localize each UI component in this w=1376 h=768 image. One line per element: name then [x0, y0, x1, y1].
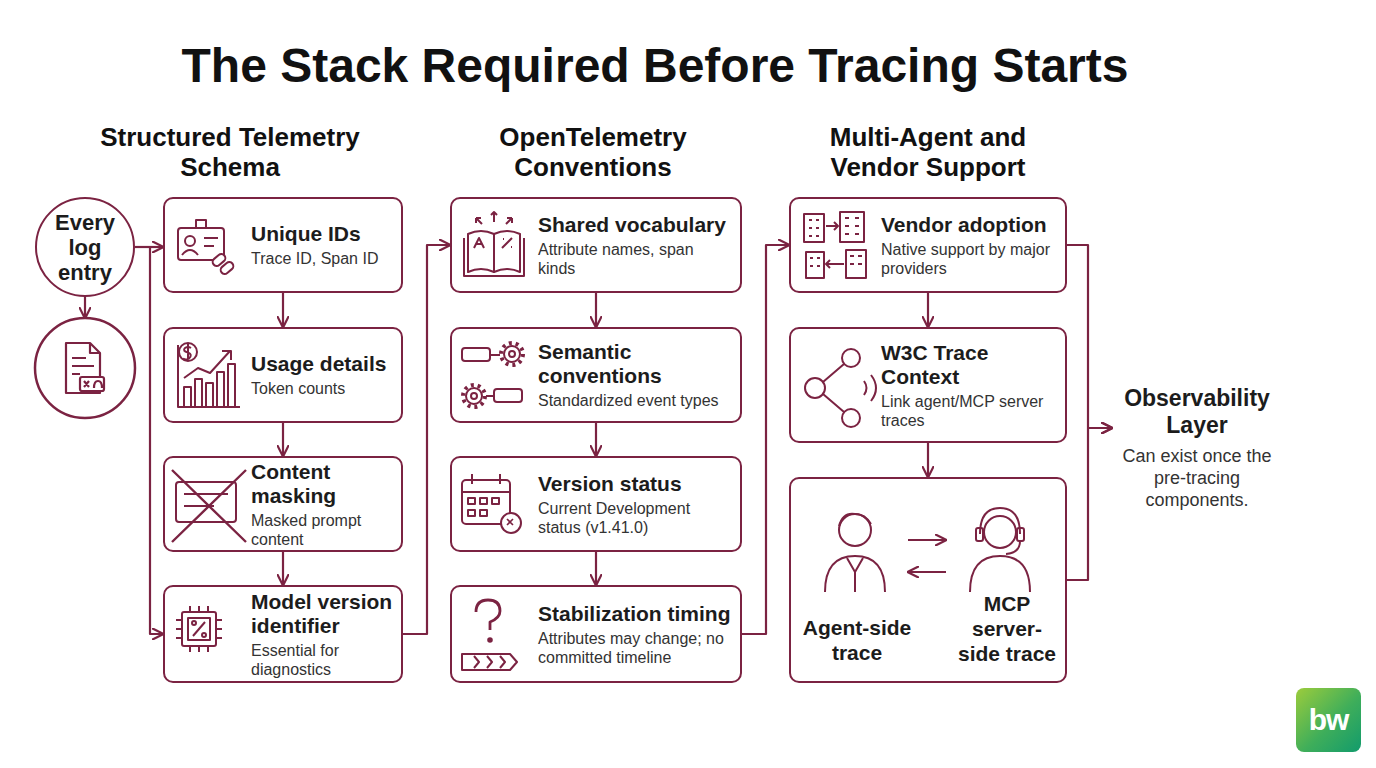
- agent-figure-part: [839, 514, 871, 526]
- mcp-server-figure-part: [1006, 541, 1020, 554]
- node-body: Essential for diagnostics: [251, 641, 395, 679]
- column-heading: OpenTelemetry Conventions: [456, 122, 730, 182]
- flow-connector: [135, 247, 163, 634]
- flow-connector: [595, 423, 597, 456]
- node-body: MCP server-side trace: [955, 591, 1059, 666]
- exchange-arrow: [908, 571, 946, 573]
- flow-connector: [135, 246, 163, 248]
- process-box: Content maskingMasked prompt content: [163, 456, 403, 552]
- agent-figure-part: [825, 556, 885, 592]
- process-box: Shared vocabularyAttribute names, span k…: [450, 197, 742, 293]
- process-box: Unique IDsTrace ID, Span ID: [163, 197, 403, 293]
- node-heading: Agent-side trace: [799, 615, 915, 665]
- diagram-title: The Stack Required Before Tracing Starts: [105, 38, 1205, 94]
- node-heading: Every log entry: [42, 210, 128, 285]
- flow-connector: [282, 552, 284, 585]
- mcp-server-figure-part: [980, 508, 1020, 534]
- flow-connector: [403, 245, 450, 634]
- node-body: Attributes may change; no committed time…: [538, 629, 734, 667]
- node-body: Attribute names, span kinds: [538, 240, 734, 278]
- process-box: Version statusCurrent Development status…: [450, 456, 742, 552]
- agent-figure-part: [839, 514, 871, 546]
- flow-connector: [1067, 428, 1112, 580]
- node-heading: Usage details: [251, 352, 395, 376]
- node-body: Trace ID, Span ID: [251, 249, 395, 268]
- document-icon-part: [80, 377, 104, 391]
- node-heading: Semantic conventions: [538, 340, 734, 388]
- flow-connector: [927, 443, 929, 477]
- mcp-server-figure-part: [984, 516, 1016, 548]
- exchange-arrow: [908, 539, 946, 541]
- process-box: Model version identifierEssential for di…: [163, 585, 403, 683]
- node-heading: Vendor adoption: [881, 213, 1059, 237]
- flow-arrow: [84, 297, 86, 318]
- agent-figure-part: [854, 572, 856, 592]
- node-heading: Version status: [538, 472, 734, 496]
- document-icon-part: [90, 343, 100, 353]
- document-icon: [35, 318, 135, 418]
- mcp-server-figure-part: [976, 528, 983, 541]
- document-icon-part: [66, 343, 100, 393]
- node-heading: Shared vocabulary: [538, 213, 734, 237]
- mcp-server-figure: [970, 508, 1030, 592]
- node-body: Masked prompt content: [251, 511, 395, 549]
- node-body: Can exist once the pre-tracing component…: [1112, 445, 1282, 511]
- flow-connector: [595, 293, 597, 327]
- process-box: W3C Trace ContextLink agent/MCP server t…: [789, 327, 1067, 443]
- node-heading: Content masking: [251, 460, 395, 508]
- column-heading: Multi-Agent and Vendor Support: [798, 122, 1058, 182]
- node-body: Token counts: [251, 379, 395, 398]
- document-icon-part: [72, 358, 94, 374]
- node-heading: Observability Layer: [1112, 385, 1282, 439]
- flow-connector: [742, 245, 789, 634]
- document-icon-part: [84, 381, 102, 388]
- flow-connector: [1067, 245, 1112, 428]
- process-box: Semantic conventionsStandardized event t…: [450, 327, 742, 423]
- outcome-block: Observability LayerCan exist once the pr…: [1112, 385, 1282, 525]
- start-circle: Every log entry: [35, 197, 135, 297]
- node-heading: Model version identifier: [251, 590, 395, 638]
- flow-connector: [595, 552, 597, 585]
- node-body: Current Development status (v1.41.0): [538, 499, 734, 537]
- process-box: Usage detailsToken counts: [163, 327, 403, 423]
- node-heading: Unique IDs: [251, 222, 395, 246]
- flow-connector: [282, 293, 284, 327]
- process-box: Stabilization timingAttributes may chang…: [450, 585, 742, 683]
- node-body: Standardized event types: [538, 391, 734, 410]
- mcp-server-figure-part: [1017, 528, 1024, 541]
- node-body: Link agent/MCP server traces: [881, 392, 1059, 430]
- flow-connector: [927, 293, 929, 327]
- document-icon-part: [35, 318, 135, 418]
- node-heading: W3C Trace Context: [881, 341, 1059, 389]
- column-heading: Structured Telemetry Schema: [90, 122, 370, 182]
- agent-figure-part: [847, 558, 863, 572]
- mcp-server-figure-part: [970, 556, 1030, 592]
- node-body: Native support by major providers: [881, 240, 1059, 278]
- process-box: Vendor adoptionNative support by major p…: [789, 197, 1067, 293]
- trace-pair-box: Agent-side trace MCP server-side trace: [789, 477, 1067, 683]
- agent-figure: [825, 514, 885, 592]
- flow-connector: [282, 423, 284, 456]
- logo-mark: bw: [1296, 688, 1361, 752]
- node-heading: Stabilization timing: [538, 602, 734, 626]
